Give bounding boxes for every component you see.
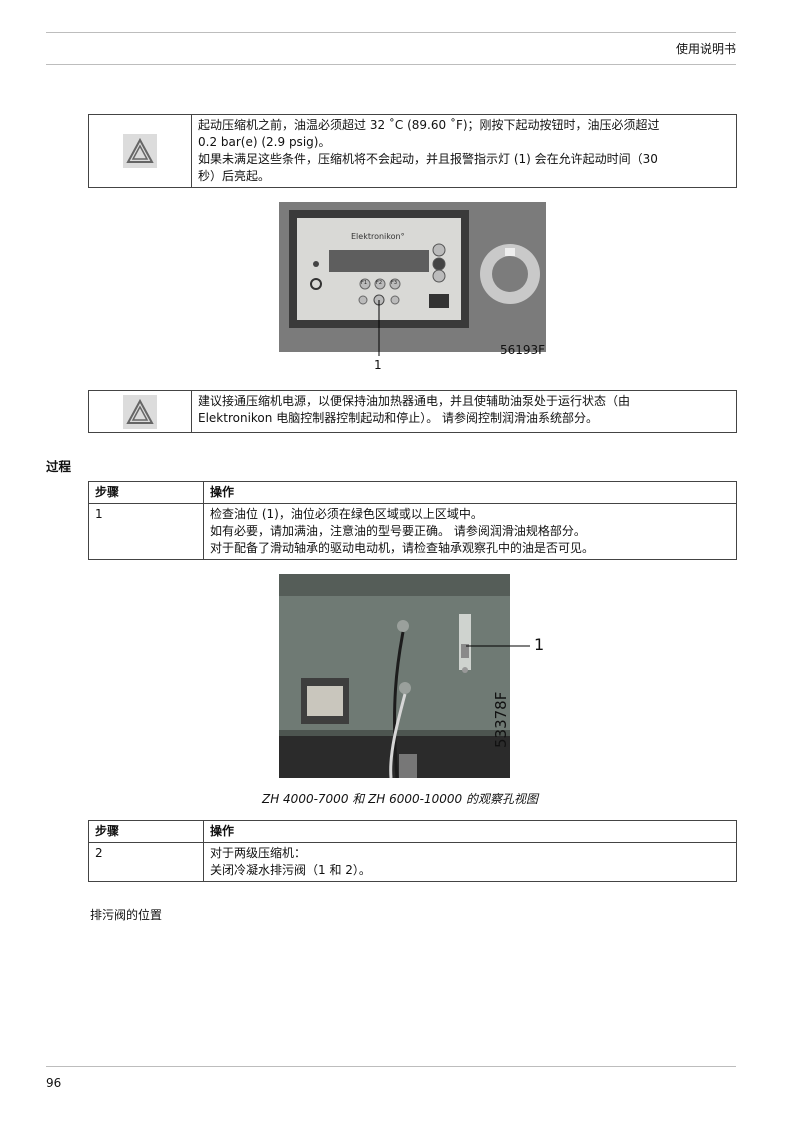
step-number: 2	[88, 842, 204, 882]
f2-key-label: F2	[376, 280, 383, 286]
warning-icon-cell	[88, 114, 192, 188]
action-header: 操作	[203, 820, 737, 843]
figure1-callout-number: 1	[374, 358, 382, 372]
drain-valve-location-heading: 排污阀的位置	[90, 908, 163, 922]
warning-triangle-icon	[123, 134, 157, 168]
figure1-code: 56193F	[500, 343, 546, 357]
step-header: 步骤	[88, 820, 204, 843]
f1-key-label: F1	[361, 280, 368, 286]
procedure-table-1: 步骤 操作 1 检查油位 (1)，油位必须在绿色区域或以上区域中。 如有必要，请…	[88, 481, 737, 560]
footer-rule	[46, 1066, 736, 1067]
warning-notice-2: 建议接通压缩机电源，以便保持油加热器通电，并且使辅助油泵处于运行状态（由 Ele…	[88, 390, 737, 433]
figure2-callout-number: 1	[534, 635, 545, 654]
action-header: 操作	[203, 481, 737, 504]
warning-icon-cell	[88, 390, 192, 433]
warning-text-2: 建议接通压缩机电源，以便保持油加热器通电，并且使辅助油泵处于运行状态（由 Ele…	[191, 390, 737, 433]
figure2-caption: ZH 4000-7000 和 ZH 6000-10000 的观察孔视图	[261, 792, 538, 806]
controller-brand-label: Elektronikon°	[351, 232, 405, 241]
header-top-rule	[46, 32, 736, 33]
figure2-code: 53378F	[492, 691, 510, 748]
header-bottom-rule	[46, 64, 736, 65]
step-number: 1	[88, 503, 204, 560]
callout-line-1	[378, 300, 380, 356]
section-title: 过程	[46, 459, 72, 474]
warning-text-1: 起动压缩机之前，油温必须超过 32 ˚C (89.60 ˚F)；刚按下起动按钮时…	[191, 114, 737, 188]
page-number: 96	[46, 1076, 62, 1090]
warning-notice-1: 起动压缩机之前，油温必须超过 32 ˚C (89.60 ˚F)；刚按下起动按钮时…	[88, 114, 737, 188]
f3-key-label: F3	[391, 280, 398, 286]
sight-glass-photo	[279, 574, 510, 779]
callout-line-2	[466, 645, 530, 647]
controller-photo: Elektronikon° F1 F2 F3	[279, 202, 546, 352]
warning-triangle-icon	[123, 394, 157, 429]
procedure-table-2: 步骤 操作 2 对于两级压缩机： 关闭冷凝水排污阀（1 和 2）。	[88, 820, 737, 882]
step-header: 步骤	[88, 481, 204, 504]
step-action: 对于两级压缩机： 关闭冷凝水排污阀（1 和 2）。	[203, 842, 737, 882]
header-title: 使用说明书	[675, 42, 736, 56]
step-action: 检查油位 (1)，油位必须在绿色区域或以上区域中。 如有必要，请加满油，注意油的…	[203, 503, 737, 560]
